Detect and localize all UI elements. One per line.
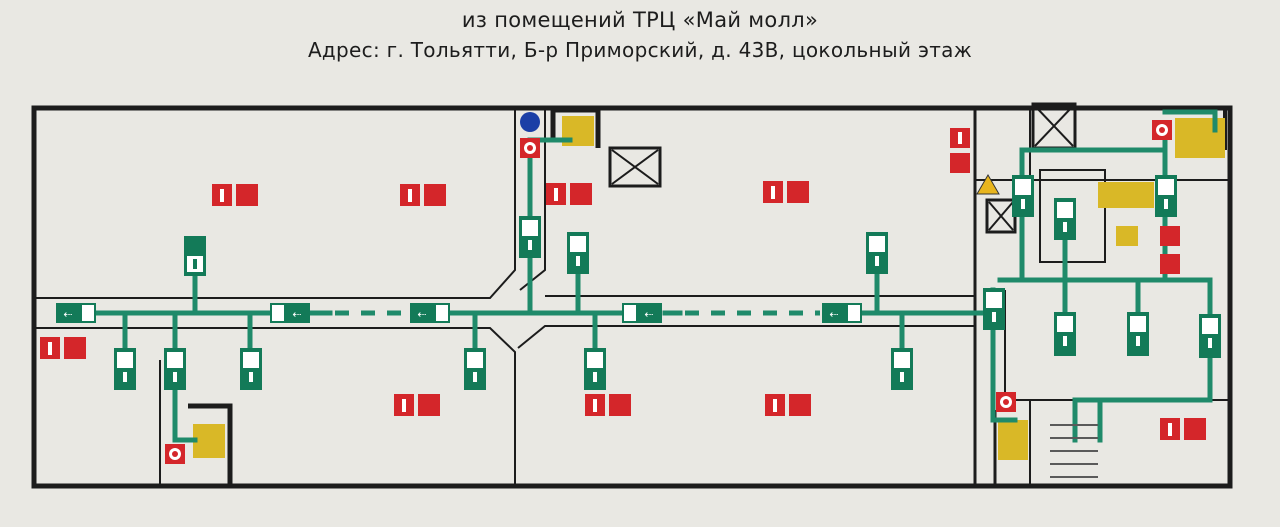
plan-title: из помещений ТРЦ «Май молл» (461, 8, 819, 32)
svg-text:⇠: ⇠ (644, 308, 653, 321)
warning-triangle-icon (976, 174, 1000, 195)
you-are-here-icon (520, 112, 540, 132)
fire-hydrant-icon (165, 120, 1172, 464)
plan-header: из помещений ТРЦ «Май молл» Адрес: г. То… (0, 0, 1280, 100)
exit-sign-vertical (114, 175, 1221, 390)
plan-address: Адрес: г. Тольятти, Б-р Приморский, д. 4… (307, 38, 973, 62)
evacuation-route (89, 109, 1218, 443)
svg-text:⇠: ⇠ (829, 308, 838, 321)
svg-text:⇠: ⇠ (292, 308, 301, 321)
stairs-icon (193, 116, 1225, 460)
exit-sign-horizontal: ⇠ ⇠ ⇠ ⇠ ⇠ (56, 303, 862, 323)
svg-text:⇠: ⇠ (63, 308, 72, 321)
fire-extinguisher-icon (40, 128, 1206, 440)
plan-walls (31, 102, 1233, 489)
svg-text:⇠: ⇠ (417, 308, 426, 321)
stairs-icon (1050, 424, 1098, 478)
